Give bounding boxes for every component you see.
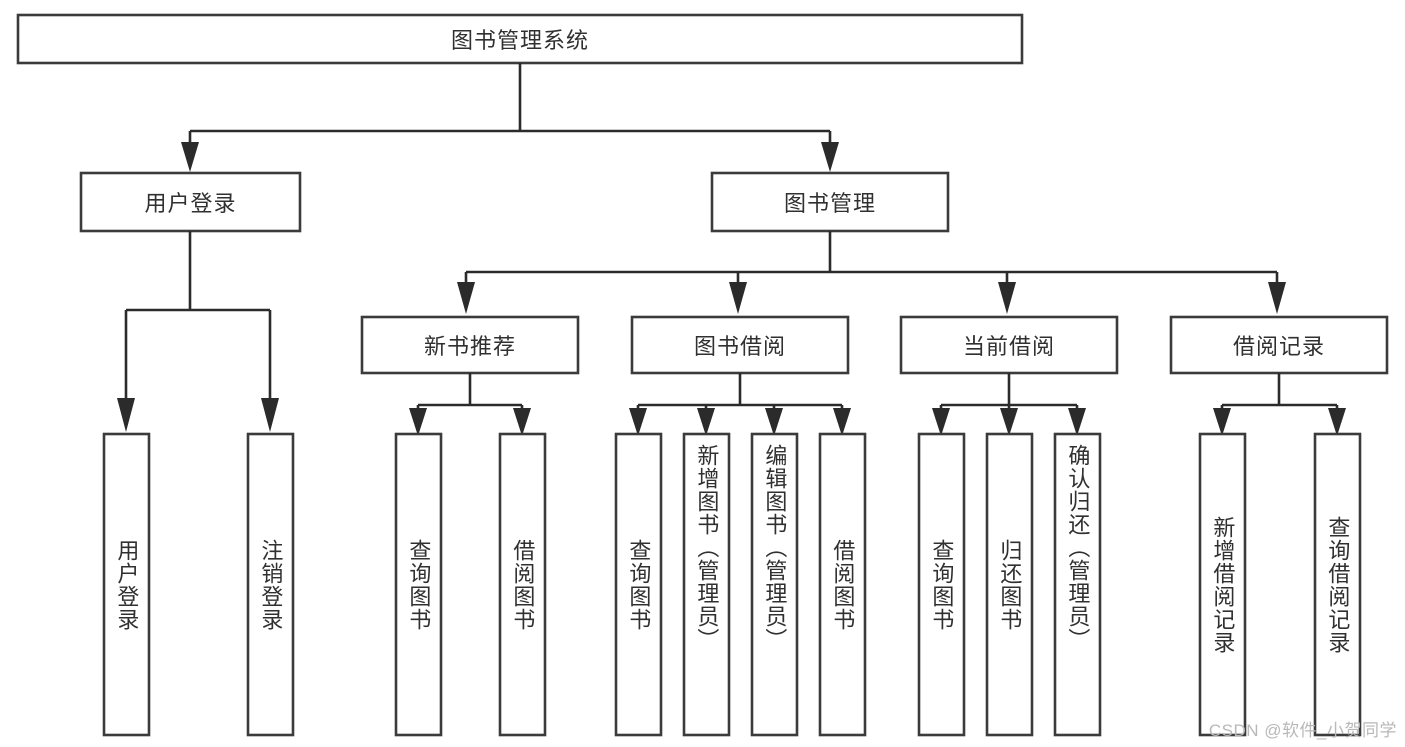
- arrowhead-leaf-borrow-book-1: [513, 408, 531, 436]
- new-book-rec-box[interactable]: [360, 315, 580, 375]
- arrowhead-leaf-borrow-book-2: [833, 408, 851, 436]
- leaf-box-confirm-return[interactable]: [1053, 432, 1102, 737]
- node-book-manage[interactable]: [710, 171, 950, 233]
- leaf-box-query-book-1[interactable]: [394, 432, 443, 737]
- arrowhead-leaf-query-book-1: [409, 408, 427, 436]
- leaf-box-query-book-3[interactable]: [917, 432, 966, 737]
- node-user-login[interactable]: [79, 171, 302, 233]
- leaf-box-query-book-2[interactable]: [614, 432, 663, 737]
- book-borrow-box[interactable]: [630, 315, 850, 375]
- leaf-box-user-login[interactable]: [102, 432, 151, 737]
- leaf-box-borrow-book-1[interactable]: [498, 432, 547, 737]
- arrowhead-leaf-logout: [261, 398, 279, 432]
- book-manage-box[interactable]: [710, 171, 950, 233]
- node-new-book-rec[interactable]: [360, 315, 580, 375]
- current-borrow-box[interactable]: [899, 315, 1119, 375]
- arrowhead-leaf-query-book-3: [932, 408, 950, 436]
- arrowhead-leaf-add-record: [1213, 408, 1231, 436]
- leaf-box-add-book[interactable]: [682, 432, 731, 737]
- user-login-box[interactable]: [79, 171, 302, 233]
- leaf-box-add-record[interactable]: [1198, 432, 1247, 737]
- arrowhead-book-borrow: [729, 282, 747, 314]
- root-box[interactable]: [16, 13, 1024, 65]
- arrowhead-book-manage: [821, 142, 839, 172]
- arrowhead-leaf-confirm-return: [1068, 408, 1086, 436]
- node-book-borrow[interactable]: [630, 315, 850, 375]
- arrowhead-leaf-add-book: [697, 408, 715, 436]
- leaf-box-edit-book[interactable]: [750, 432, 799, 737]
- arrowhead-borrow-record: [1268, 282, 1286, 314]
- csdn-watermark: CSDN @软件_小贺同学: [1208, 721, 1397, 740]
- arrowhead-leaf-user-login: [117, 398, 135, 432]
- arrowhead-leaf-query-book-2: [629, 408, 647, 436]
- arrowhead-current-borrow: [998, 282, 1016, 314]
- borrow-record-box[interactable]: [1169, 315, 1389, 375]
- node-borrow-record[interactable]: [1169, 315, 1389, 375]
- arrowhead-leaf-return-book: [1000, 408, 1018, 436]
- leaf-box-borrow-book-2[interactable]: [818, 432, 867, 737]
- node-current-borrow[interactable]: [899, 315, 1119, 375]
- leaf-box-return-book[interactable]: [985, 432, 1034, 737]
- arrowhead-leaf-query-record: [1328, 408, 1346, 436]
- leaf-box-query-record[interactable]: [1313, 432, 1362, 737]
- node-root[interactable]: [16, 13, 1024, 65]
- arrowhead-new-book-rec: [457, 282, 475, 314]
- arrowhead-leaf-edit-book: [765, 408, 783, 436]
- arrowhead-user-login: [181, 142, 199, 172]
- leaf-box-logout[interactable]: [246, 432, 295, 737]
